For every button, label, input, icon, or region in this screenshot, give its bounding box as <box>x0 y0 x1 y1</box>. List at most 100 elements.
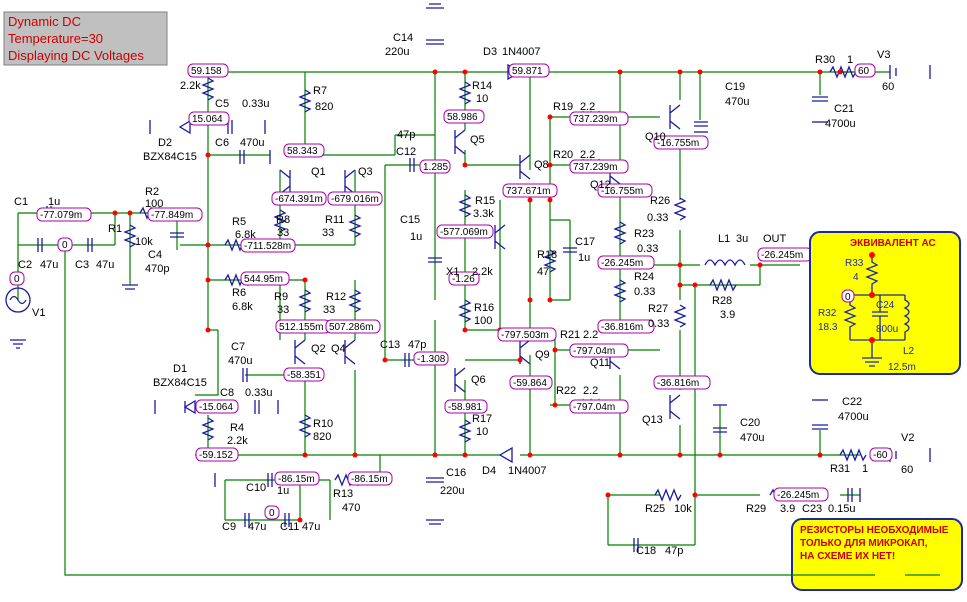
label-c11v: 47u <box>302 521 320 533</box>
label-r30: R30 <box>815 54 835 66</box>
voltage-tag: 59.158 <box>187 63 229 78</box>
junction-dot <box>547 114 553 120</box>
svg-text:-58.351: -58.351 <box>287 370 321 381</box>
info-line-2: Temperature=30 <box>8 31 103 46</box>
voltage-tag: -15.064 <box>195 399 239 414</box>
label-r26v: 0.33 <box>647 212 668 224</box>
label-r7: R7 <box>313 85 327 97</box>
label-c15v: 1u <box>410 231 422 243</box>
svg-text:544.95m: 544.95m <box>244 274 283 285</box>
label-c19v: 470u <box>725 96 749 108</box>
label-c3v: 47u <box>96 259 114 271</box>
label-c1: C1 <box>14 196 28 208</box>
label-c10v: 1u <box>277 485 289 497</box>
label-r19: R19 <box>553 101 573 113</box>
junction-dot <box>127 210 133 216</box>
resistor-r30 <box>829 65 857 79</box>
label-c7: C7 <box>231 341 245 353</box>
svg-text:58.343: 58.343 <box>287 146 318 157</box>
label-c2v: 47u <box>40 259 58 271</box>
svg-text:737.671m: 737.671m <box>506 186 550 197</box>
label-c10: C10 <box>246 482 266 494</box>
resistor-r31 <box>839 448 867 462</box>
cap-c3 <box>87 238 93 252</box>
label-d2v: BZX84C15 <box>143 151 197 163</box>
label-c9v: 47u <box>248 521 266 533</box>
label-r4: R4 <box>230 422 244 434</box>
label-r31v: 1 <box>862 463 868 475</box>
label-c7v: 470u <box>228 355 252 367</box>
voltage-tag: -797.503m <box>497 327 557 342</box>
label-r17v: 10 <box>476 426 488 438</box>
resistor-r18 <box>543 249 557 273</box>
junction-dot <box>205 277 211 283</box>
svg-text:58.986: 58.986 <box>447 112 478 123</box>
label-r31: R31 <box>830 463 850 475</box>
cap-c9 <box>244 513 250 527</box>
label-c23v: 0.15u <box>828 503 856 515</box>
label-q2: Q2 <box>311 343 326 355</box>
note-line-2: ТОЛЬКО ДЛЯ МИКРОКАП, <box>800 538 928 549</box>
transistor-q5 <box>454 129 466 155</box>
label-r12v: 33 <box>323 304 335 316</box>
ac-source-v1 <box>5 287 31 313</box>
svg-text:507.286m: 507.286m <box>329 322 373 333</box>
junction-dot <box>552 347 558 353</box>
svg-text:-711.528m: -711.528m <box>244 241 291 252</box>
info-box: Dynamic DC Temperature=30 Displaying DC … <box>3 11 168 66</box>
voltage-tag: -679.016m <box>327 191 383 206</box>
label-r20v: 2.2 <box>580 149 595 161</box>
label-r14v: 10 <box>476 93 488 105</box>
junction-dot <box>432 452 438 458</box>
ground-r1 <box>122 284 138 290</box>
voltage-tag: -1.308 <box>413 351 449 366</box>
equivalent-ac-box: ЭКВИВАЛЕНТ АС 0 R33 4 R32 18.3 C24 800u … <box>809 231 961 375</box>
label-c17v: 1u <box>578 252 590 264</box>
resistor-r1 <box>123 224 137 248</box>
svg-text:-797.04m: -797.04m <box>573 402 615 413</box>
label-r28v: 3.9 <box>720 309 735 321</box>
label-c17: C17 <box>575 236 595 248</box>
resistor-r23 <box>613 221 627 245</box>
label-c18: C18 <box>636 545 656 557</box>
junction-dot <box>552 402 558 408</box>
label-r29v: 3.9 <box>780 503 795 515</box>
voltage-tag: -58.351 <box>283 367 325 382</box>
junction-dot <box>352 452 358 458</box>
label-r9: R9 <box>274 291 288 303</box>
svg-text:-59.864: -59.864 <box>513 378 547 389</box>
label-r16v: 100 <box>474 315 492 327</box>
voltage-tag: -36.816m <box>597 319 655 334</box>
label-d1v: BZX84C15 <box>153 377 207 389</box>
voltage-tag: -86.15m <box>274 471 320 486</box>
transistor-q6 <box>454 367 466 393</box>
label-c4: C4 <box>148 249 162 261</box>
cap-c15 <box>428 257 442 263</box>
junction-dot <box>527 452 533 458</box>
junction-dot <box>547 297 553 303</box>
junction-dot <box>432 69 438 75</box>
label-r2: R2 <box>145 186 159 198</box>
label-r18: R18 <box>537 249 557 261</box>
diode-d4 <box>498 446 513 464</box>
label-r22v: 2.2 <box>583 385 598 397</box>
inductor-l1 <box>704 259 746 267</box>
label-c6v: 470u <box>240 137 264 149</box>
cap-c22 <box>812 424 828 430</box>
label-q10: Q10 <box>645 131 666 143</box>
svg-text:0: 0 <box>14 274 20 285</box>
label-r8v: 33 <box>277 227 289 239</box>
junction-dot <box>677 262 683 268</box>
voltage-tag: -26.245m <box>597 255 655 270</box>
label-v2v: 60 <box>901 464 913 476</box>
voltage-tag: 60 <box>854 63 876 78</box>
svg-text:-1.26: -1.26 <box>452 274 475 285</box>
label-r5: R5 <box>232 216 246 228</box>
resistor-r10 <box>298 414 312 438</box>
svg-text:-58.981: -58.981 <box>448 402 482 413</box>
label-q12: Q12 <box>590 179 611 191</box>
voltage-tag: -26.245m <box>757 247 813 262</box>
label-c14v: 220u <box>385 46 409 58</box>
voltage-tag: -58.981 <box>444 399 488 414</box>
